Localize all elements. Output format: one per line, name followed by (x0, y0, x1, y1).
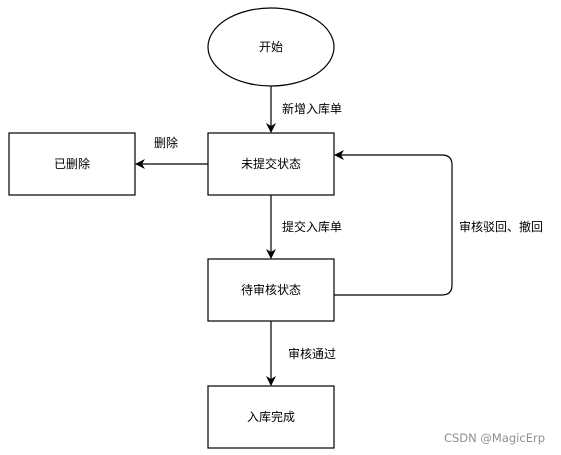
edge-reject-withdraw-label: 审核驳回、撤回 (459, 219, 543, 234)
node-deleted-label: 已删除 (54, 156, 90, 171)
node-pending-review: 待审核状态 (207, 258, 335, 322)
watermark: CSDN @MagicErp (444, 431, 545, 445)
edge-reject-withdraw: 审核驳回、撤回 (334, 150, 543, 296)
edge-approve-label: 审核通过 (288, 346, 336, 361)
node-start-label: 开始 (259, 40, 283, 54)
node-stocked-in-label: 入库完成 (247, 409, 295, 424)
edge-submit-label: 提交入库单 (282, 219, 342, 234)
edge-new-entry-label: 新增入库单 (282, 101, 342, 116)
node-unsubmitted: 未提交状态 (207, 132, 335, 196)
node-unsubmitted-label: 未提交状态 (241, 156, 301, 171)
edge-submit: 提交入库单 (266, 195, 342, 259)
edge-delete-label: 删除 (154, 135, 178, 150)
node-deleted: 已删除 (8, 132, 136, 196)
node-start: 开始 (207, 7, 335, 87)
edge-approve: 审核通过 (266, 321, 336, 386)
edge-new-entry: 新增入库单 (266, 86, 342, 133)
node-pending-review-label: 待审核状态 (241, 282, 301, 297)
edge-delete: 删除 (135, 135, 208, 169)
node-stocked-in: 入库完成 (207, 385, 335, 449)
